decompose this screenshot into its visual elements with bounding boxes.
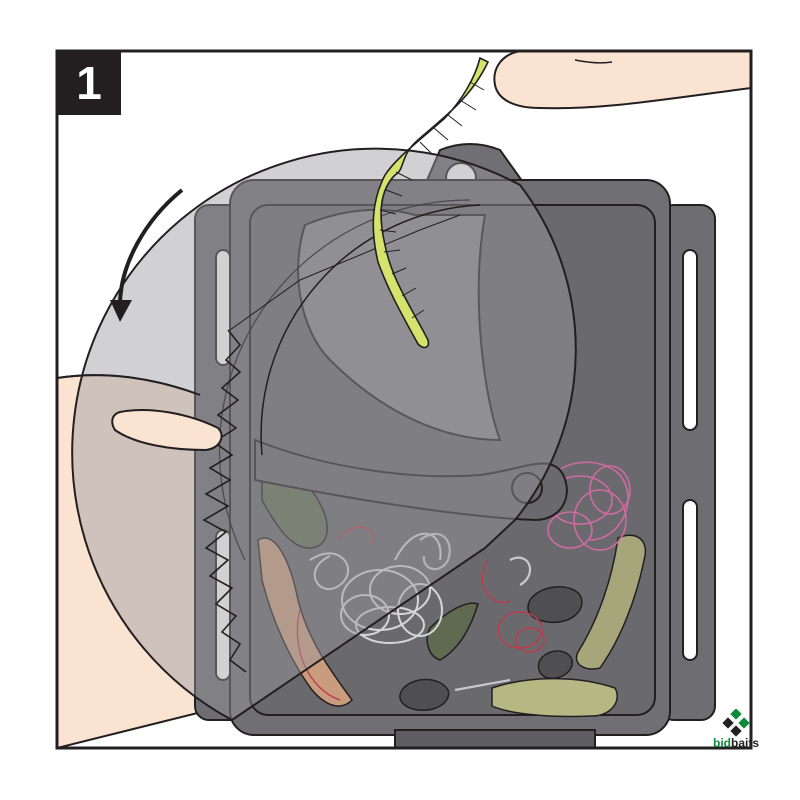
bidbaits-logo-icon <box>722 709 750 737</box>
tackle-contents <box>257 461 647 718</box>
step-number-badge: 1 <box>57 51 121 115</box>
dial-divider <box>254 208 568 522</box>
left-thumb <box>111 409 223 452</box>
curved-arrow-counterclockwise-icon <box>110 188 184 322</box>
right-hand <box>493 51 751 110</box>
bidbaits-watermark: bidbaits <box>706 709 766 755</box>
soft-worm-bait <box>372 56 490 349</box>
illustration-frame <box>55 49 753 750</box>
lid-grip-serrations <box>202 329 247 673</box>
bidbaits-logo-text: bidbaits <box>706 736 766 750</box>
brand-part-1: bid <box>712 736 731 750</box>
rotating-lid <box>71 147 577 722</box>
brand-part-2: baits <box>730 736 759 750</box>
